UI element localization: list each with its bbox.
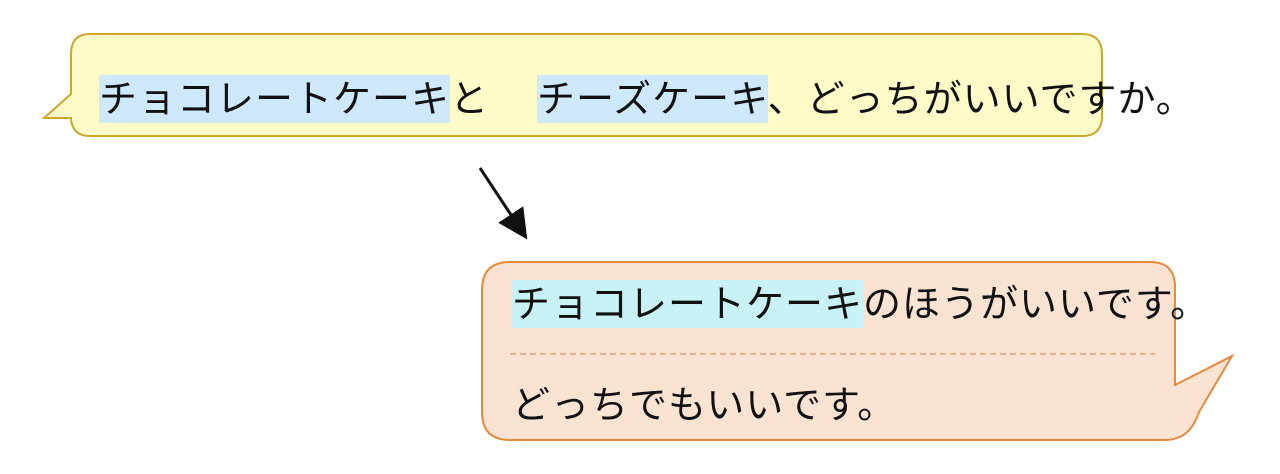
question-text: チョコレートケーキと チーズケーキ、どっちがいいですか。 bbox=[99, 74, 1195, 124]
answer-1-highlight: チョコレートケーキ bbox=[512, 280, 864, 328]
option-chocolate-cake: チョコレートケーキ bbox=[99, 75, 451, 123]
question-connector: と bbox=[450, 77, 490, 121]
answer-1-rest: のほうがいいです。 bbox=[863, 282, 1210, 326]
question-rest: 、どっちがいいですか。 bbox=[767, 77, 1195, 121]
option-cheesecake: チーズケーキ bbox=[537, 75, 768, 123]
flow-arrow bbox=[478, 167, 528, 240]
answer-2-text: どっちでもいいです。 bbox=[512, 380, 896, 430]
answer-1-text: チョコレートケーキのほうがいいです。 bbox=[512, 279, 1209, 329]
answer-2: どっちでもいいです。 bbox=[512, 383, 897, 427]
